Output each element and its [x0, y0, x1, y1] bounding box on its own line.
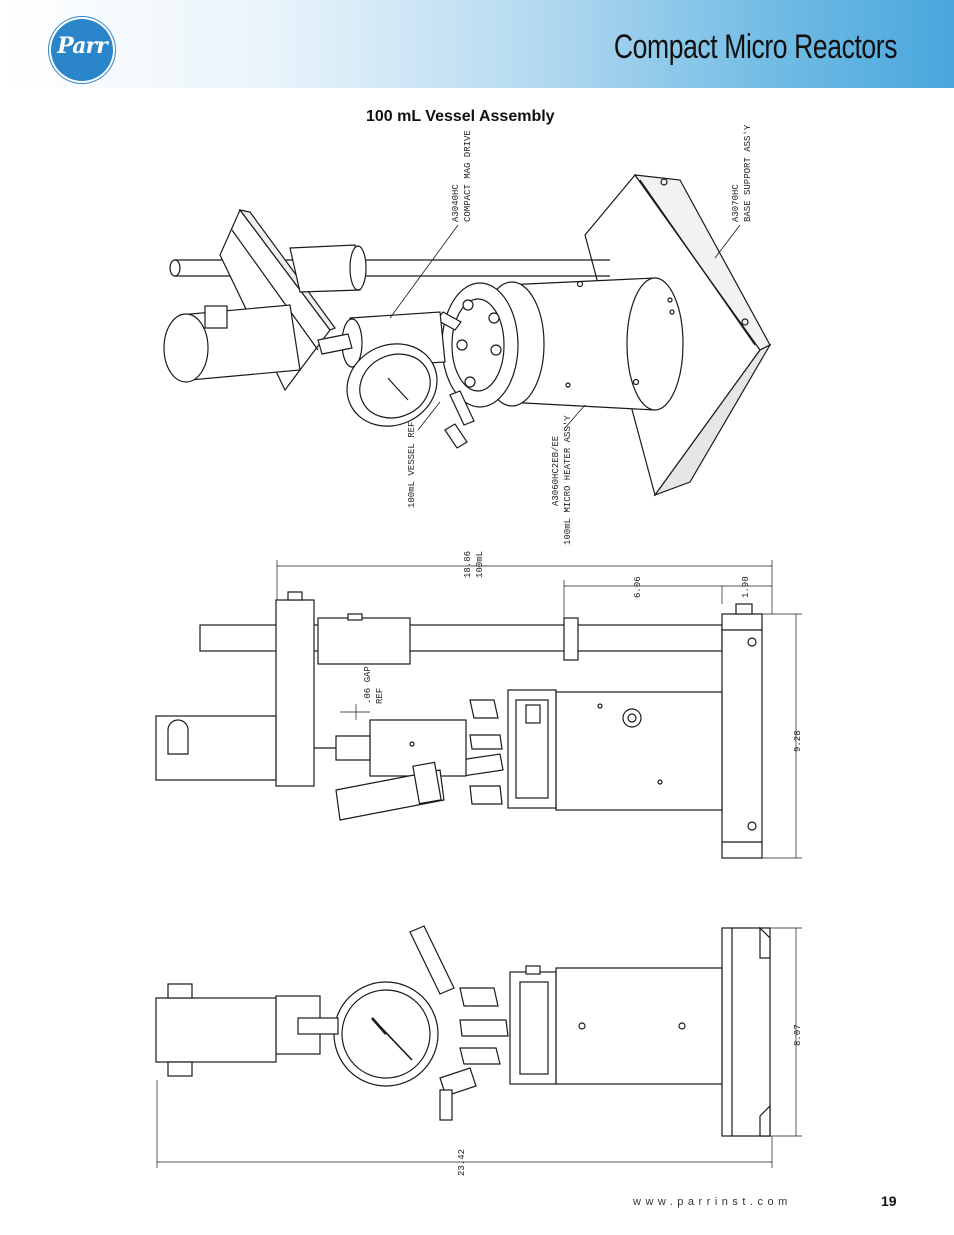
dim-upper-height: 6.06 [633, 576, 643, 598]
dim-overall-height-note: 100mL [475, 551, 485, 578]
callout-heater-part: A3060HC2EB/EE [551, 436, 561, 506]
page-number: 19 [881, 1193, 897, 1209]
callout-heater-name: 100mL MICRO HEATER ASS'Y [563, 415, 573, 545]
page-header: Parr Compact Micro Reactors [0, 0, 954, 88]
dim-width: 8.07 [793, 1024, 803, 1046]
footer-url[interactable]: www.parrinst.com [633, 1196, 792, 1208]
callout-drive-part: A3040HC [451, 184, 461, 222]
motor-housing [163, 304, 301, 383]
parr-logo: Parr [51, 19, 113, 81]
callout-vessel-ref: 100mL VESSEL REF [407, 422, 417, 508]
callout-base-part: A3070HC [731, 184, 741, 222]
isometric-view: A3040HC COMPACT MAG DRIVE A3070HC BASE S… [163, 124, 772, 545]
front-view: 8.07 23.42 [155, 925, 803, 1176]
logo-text: Parr [57, 33, 107, 59]
side-view: 18.86 100mL 6.06 1.90 9.28 .06 GAP REF [155, 551, 803, 859]
callout-drive-name: COMPACT MAG DRIVE [463, 130, 473, 222]
section-title: 100 mL Vessel Assembly [366, 108, 555, 125]
dim-overall-height: 18.86 [463, 551, 473, 578]
dim-gap-note: REF [375, 688, 385, 704]
dim-depth: 9.28 [793, 730, 803, 752]
dim-gap: .06 GAP [363, 666, 373, 704]
vessel-head [436, 282, 519, 449]
page-title: Compact Micro Reactors [613, 28, 898, 66]
support-rod-and-frame [169, 208, 610, 392]
dim-front-overall: 23.42 [457, 1149, 467, 1176]
dim-base-height: 1.90 [741, 576, 751, 598]
pressure-gauge-iso [346, 343, 438, 427]
callout-base-name: BASE SUPPORT ASS'Y [743, 124, 753, 222]
